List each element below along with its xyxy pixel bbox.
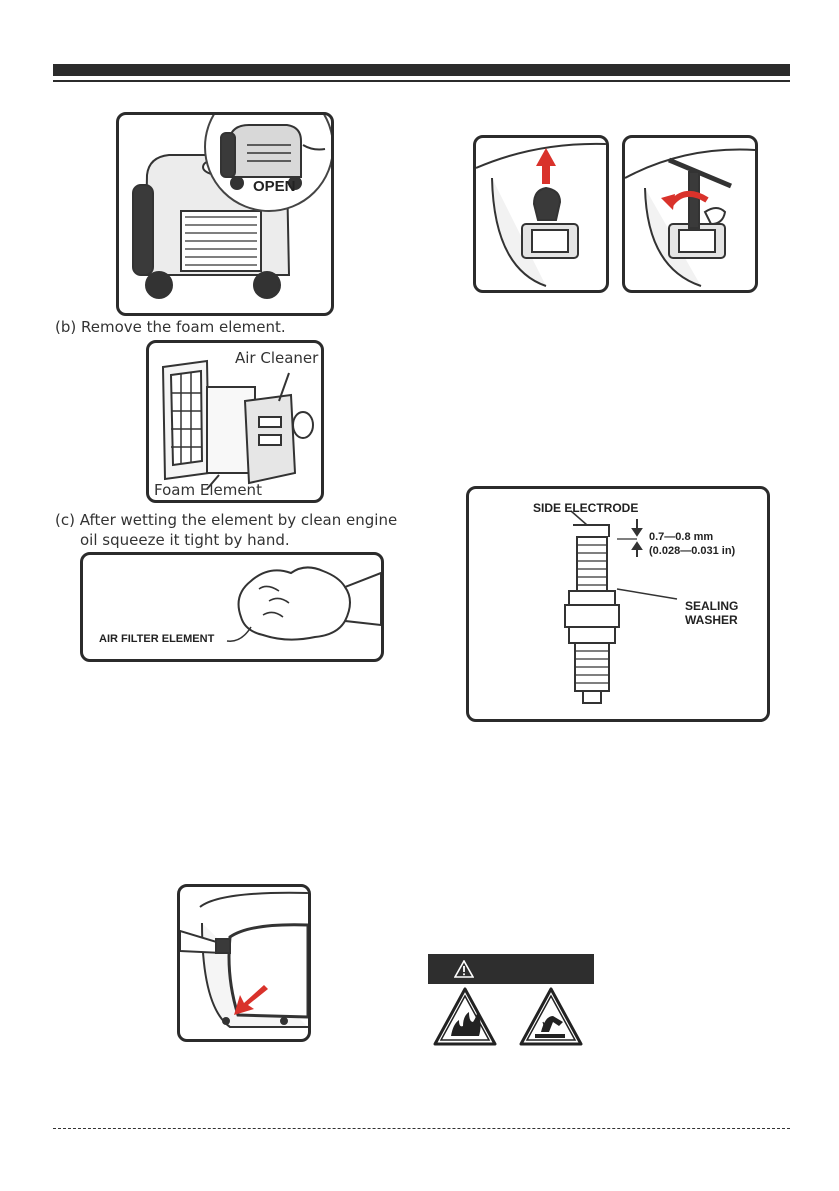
- gap-in-label: (0.028—0.031 in): [649, 545, 735, 557]
- fire-hazard-icon: [433, 986, 497, 1048]
- step-c-caption-line2: oil squeeze it tight by hand.: [80, 531, 290, 549]
- footer-rule: [53, 1128, 790, 1129]
- figure-plug-wrench: [622, 135, 758, 293]
- hot-surface-icon: [519, 986, 583, 1048]
- figure-air-filter-squeeze: AIR FILTER ELEMENT: [80, 552, 384, 662]
- air-filter-element-label: AIR FILTER ELEMENT: [99, 633, 214, 645]
- step-c-caption-line1: (c) After wetting the element by clean e…: [55, 511, 397, 529]
- figure-spark-plug-gap: SIDE ELECTRODE 0.7—0.8 mm (0.028—0.031 i…: [466, 486, 770, 722]
- open-label: OPEN: [253, 178, 296, 195]
- figure-air-cleaner: Air Cleaner Foam Element: [146, 340, 324, 503]
- figure-generator-open: OPEN: [116, 112, 334, 316]
- warning-triangle-icon: [454, 960, 474, 978]
- sealing-washer-label-2: WASHER: [685, 613, 738, 627]
- warning-bar: [428, 954, 594, 984]
- side-electrode-label: SIDE ELECTRODE: [533, 501, 638, 515]
- foam-element-label: Foam Element: [154, 481, 262, 499]
- sealing-washer-label-1: SEALING: [685, 599, 738, 613]
- gap-mm-label: 0.7—0.8 mm: [649, 531, 713, 543]
- figure-side-cover: [177, 884, 311, 1042]
- step-b-caption: (b) Remove the foam element.: [55, 318, 286, 336]
- air-cleaner-label: Air Cleaner: [235, 349, 318, 367]
- header-bar: [53, 64, 790, 76]
- figure-plug-cap-removal: [473, 135, 609, 293]
- header-rule: [53, 80, 790, 82]
